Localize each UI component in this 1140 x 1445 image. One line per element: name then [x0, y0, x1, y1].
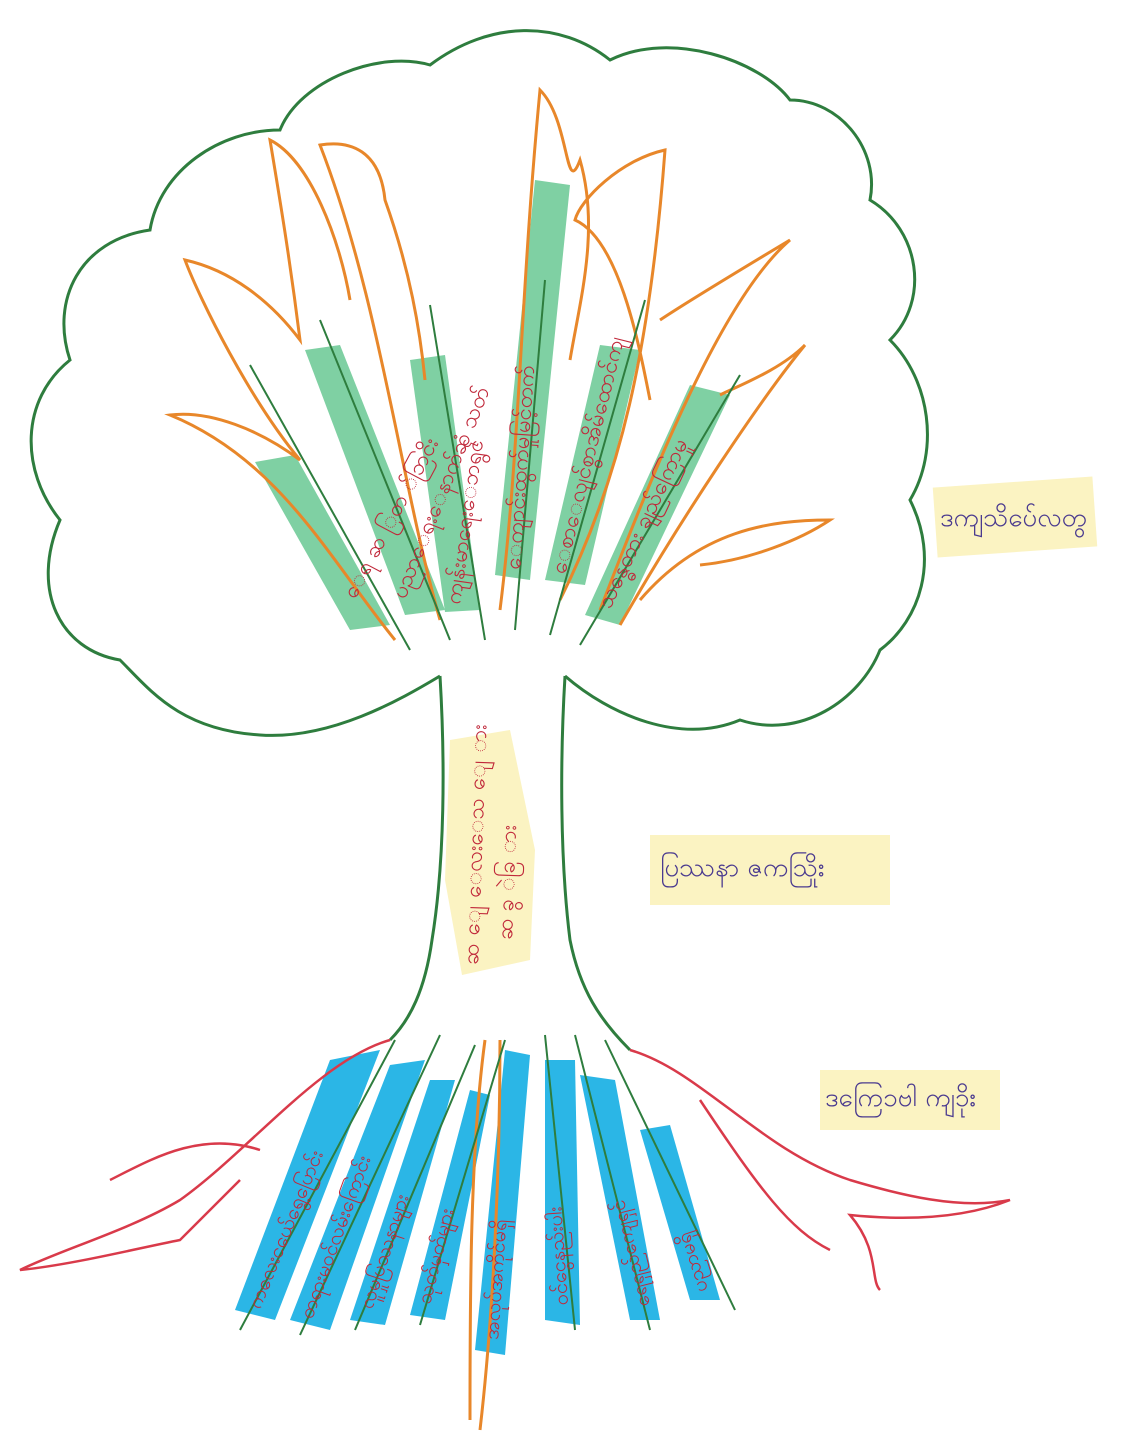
canopy-outline — [31, 31, 927, 736]
root-outline-left-2 — [110, 1143, 260, 1180]
trunk-left-edge — [390, 676, 443, 1040]
root-outline-right-2 — [700, 1100, 830, 1250]
branch-highlights — [255, 180, 730, 630]
roots-label: ဒကြေ၁ဗါ ကျ၁ိုး — [825, 1080, 976, 1119]
leaves-label: ဒကျသိပ်ေလတွ — [940, 500, 1087, 539]
root-text-8: ပညာမရှိ — [671, 1228, 717, 1295]
root-text-7: ရေရှည်ကျေရှင် — [605, 1197, 659, 1310]
trunk-right-edge — [562, 676, 630, 1050]
trunk-label: ပြဿနာ ဇကသြိုး — [660, 850, 824, 889]
root-fill-8 — [640, 1125, 720, 1300]
branch-outline-7 — [640, 520, 830, 600]
